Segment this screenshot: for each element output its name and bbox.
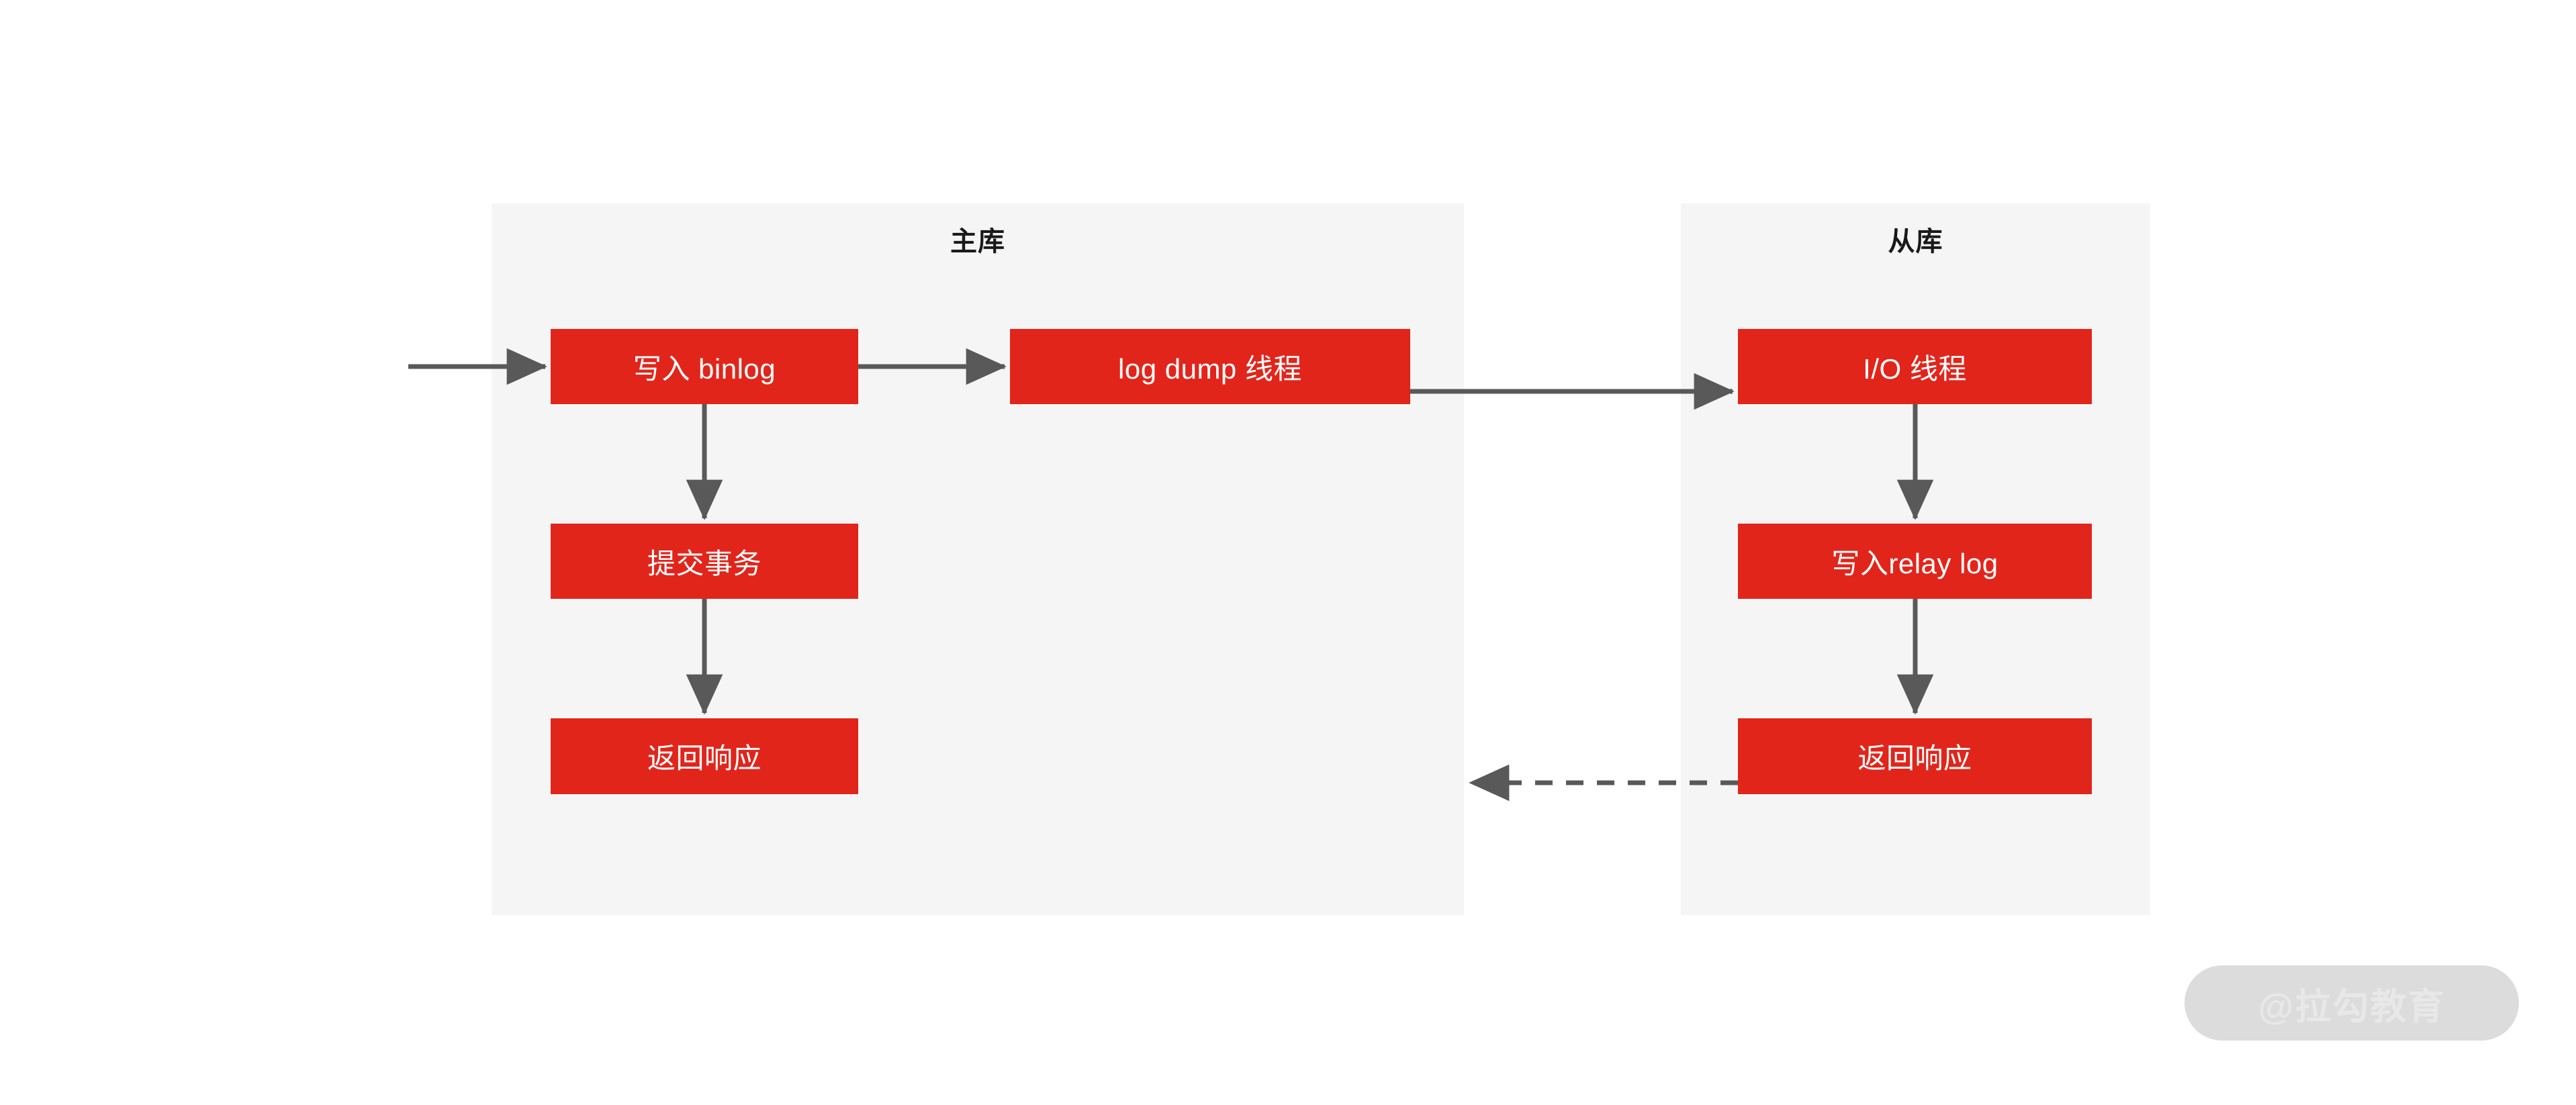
node-slave-return-response[interactable]: 返回响应 [1738,718,2092,794]
node-log-dump-thread[interactable]: log dump 线程 [1010,329,1410,404]
node-io-thread[interactable]: I/O 线程 [1738,329,2092,404]
node-commit-transaction[interactable]: 提交事务 [551,524,858,599]
panel-slave-title: 从库 [1888,227,1943,256]
watermark-text: @拉勾教育 [2258,986,2446,1027]
watermark-badge: @拉勾教育 [2184,965,2519,1041]
node-write-binlog[interactable]: 写入 binlog [551,329,858,404]
node-write-relay-log[interactable]: 写入relay log [1738,524,2092,599]
node-master-return-response[interactable]: 返回响应 [551,718,858,794]
panel-master-title: 主库 [950,227,1005,256]
